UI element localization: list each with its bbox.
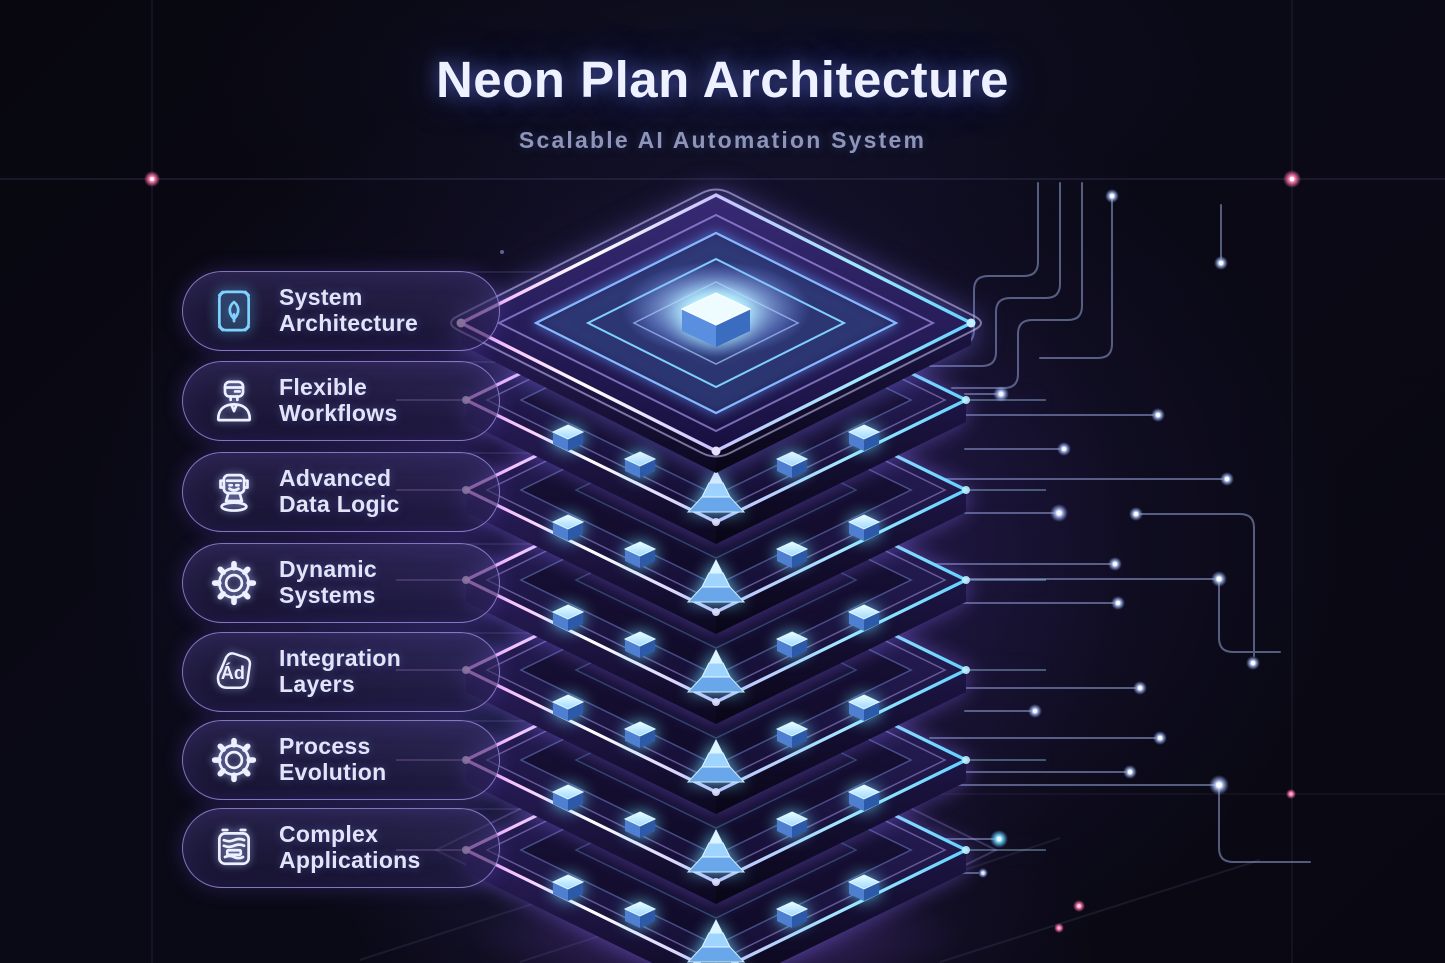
app-window-icon <box>207 821 261 875</box>
feature-item-process-evolution: Process Evolution <box>182 720 500 800</box>
feature-item-flexible-workflows: Flexible Workflows <box>182 361 500 441</box>
feature-label: System Architecture <box>279 284 419 336</box>
circuit-node-dots <box>978 189 1260 933</box>
feature-item-complex-applications: Complex Applications <box>182 808 500 888</box>
feature-label: Process Evolution <box>279 733 387 785</box>
feature-item-integration-layers: Ád Integration Layers <box>182 632 500 712</box>
svg-text:Ád: Ád <box>221 662 245 683</box>
gear-icon <box>207 733 261 787</box>
gear-icon <box>207 556 261 610</box>
typography-icon: Ád <box>207 645 261 699</box>
robot-head-icon <box>207 465 261 519</box>
circuit-traces <box>919 182 1311 874</box>
chip-leaf-icon <box>207 284 261 338</box>
feature-item-dynamic-systems: Dynamic Systems <box>182 543 500 623</box>
feature-item-system-architecture: System Architecture <box>182 271 500 351</box>
feature-label: Advanced Data Logic <box>279 465 400 517</box>
feature-item-advanced-data-logic: Advanced Data Logic <box>182 452 500 532</box>
feature-label: Integration Layers <box>279 645 402 697</box>
feature-label: Complex Applications <box>279 821 421 873</box>
feature-label: Flexible Workflows <box>279 374 398 426</box>
feature-label: Dynamic Systems <box>279 556 377 608</box>
robot-user-icon <box>207 374 261 428</box>
